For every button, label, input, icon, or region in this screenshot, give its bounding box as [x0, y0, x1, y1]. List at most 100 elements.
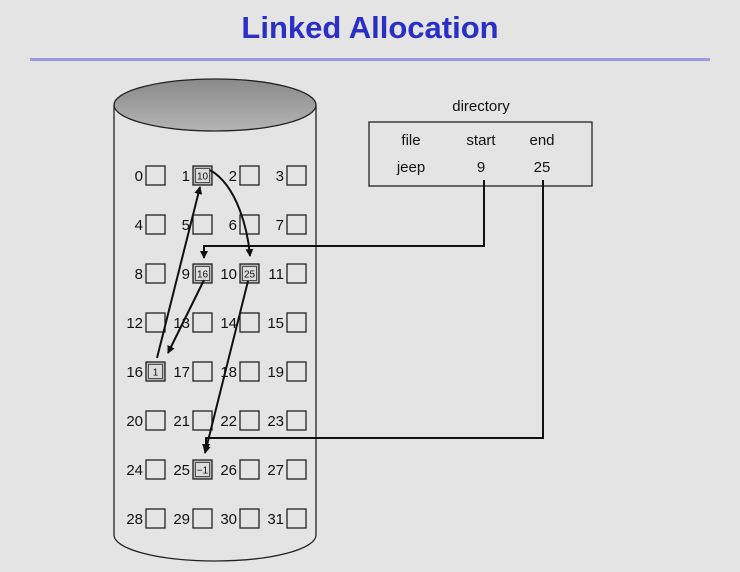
- pointer-1-to-10: [209, 169, 254, 257]
- block-next-pointer: −1: [197, 466, 209, 477]
- disk-block: 3: [276, 165, 307, 186]
- disk-block: 23: [267, 410, 307, 431]
- block-number: 21: [173, 413, 190, 430]
- block-number: 28: [126, 511, 143, 528]
- block-next-pointer: 25: [244, 270, 256, 281]
- block-pointer-cell: [195, 266, 210, 281]
- block-number: 3: [276, 168, 284, 185]
- block-number: 14: [220, 315, 237, 332]
- free-block-box: [239, 312, 260, 333]
- free-block-box: [239, 165, 260, 186]
- free-block-box: [286, 214, 307, 235]
- free-block-box: [286, 165, 307, 186]
- pointer-16-to-1: [156, 186, 203, 359]
- disk-block: 28: [126, 508, 166, 529]
- disk-block: 29: [173, 508, 213, 529]
- block-pointer-cell: [242, 266, 257, 281]
- block-pointer-cell: [195, 462, 210, 477]
- free-block-box: [145, 214, 166, 235]
- block-number: 5: [182, 217, 190, 234]
- disk-block: 16 1: [126, 361, 166, 382]
- block-number: 7: [276, 217, 284, 234]
- disk-top: [113, 78, 317, 132]
- disk-cylinder: [113, 78, 317, 562]
- disk-block: 22: [220, 410, 260, 431]
- disk-block: 24: [126, 459, 166, 480]
- block-number: 0: [135, 168, 143, 185]
- block-number: 1: [182, 168, 190, 185]
- free-block-box: [145, 410, 166, 431]
- disk-block: 30: [220, 508, 260, 529]
- pointer-10-to-25: [202, 280, 249, 454]
- free-block-box: [239, 508, 260, 529]
- start-pointer-arrow: [200, 180, 485, 259]
- disk-block: 20: [126, 410, 166, 431]
- block-number: 6: [229, 217, 237, 234]
- disk-block: 0: [135, 165, 166, 186]
- block-next-pointer: 16: [197, 270, 209, 281]
- directory-file-name: jeep: [396, 159, 425, 176]
- directory-header-file: file: [401, 132, 420, 149]
- block-number: 9: [182, 266, 190, 283]
- block-number: 20: [126, 413, 143, 430]
- disk-block: 26: [220, 459, 260, 480]
- block-number: 25: [173, 462, 190, 479]
- block-number: 2: [229, 168, 237, 185]
- title-underline: [30, 58, 710, 61]
- disk-block: 31: [267, 508, 307, 529]
- block-pointer-cell: [148, 364, 163, 379]
- block-number: 27: [267, 462, 284, 479]
- block-number: 22: [220, 413, 237, 430]
- free-block-box: [192, 508, 213, 529]
- free-block-box: [145, 165, 166, 186]
- block-pointer-cell: [195, 168, 210, 183]
- block-number: 8: [135, 266, 143, 283]
- directory-start-value: 9: [477, 159, 485, 176]
- directory-end-value: 25: [534, 159, 551, 176]
- block-number: 24: [126, 462, 143, 479]
- disk-block: 11: [268, 263, 307, 284]
- disk-block: 7: [276, 214, 307, 235]
- free-block-box: [192, 312, 213, 333]
- end-pointer-arrow: [202, 180, 544, 452]
- block-pointers: [156, 169, 544, 454]
- block-number: 26: [220, 462, 237, 479]
- disk-block: 1 10: [182, 165, 213, 186]
- block-next-pointer: 1: [153, 368, 159, 379]
- disk-block: 2: [229, 165, 260, 186]
- block-number: 17: [173, 364, 190, 381]
- disk-block: 8: [135, 263, 166, 284]
- disk-block: 27: [267, 459, 307, 480]
- directory-label: directory: [452, 98, 510, 115]
- block-number: 12: [126, 315, 143, 332]
- free-block-box: [192, 410, 213, 431]
- free-block-box: [286, 312, 307, 333]
- directory-table: [368, 121, 593, 187]
- disk-block: 5: [182, 214, 213, 235]
- block-number: 11: [268, 266, 284, 283]
- free-block-box: [286, 263, 307, 284]
- free-block-box: [145, 263, 166, 284]
- disk-block: 12: [126, 312, 166, 333]
- block-number: 29: [173, 511, 190, 528]
- block-next-pointer: 10: [197, 172, 209, 183]
- block-number: 16: [126, 364, 143, 381]
- free-block-box: [286, 459, 307, 480]
- disk-block: 18: [220, 361, 260, 382]
- directory: directory file start end jeep 9 25: [368, 98, 593, 187]
- free-block-box: [286, 410, 307, 431]
- disk-block: 4: [135, 214, 166, 235]
- free-block-box: [239, 361, 260, 382]
- block-number: 19: [267, 364, 284, 381]
- block-number: 15: [267, 315, 284, 332]
- disk-block: 14: [220, 312, 260, 333]
- free-block-box: [286, 508, 307, 529]
- directory-header-end: end: [529, 132, 554, 149]
- disk-block: 19: [267, 361, 307, 382]
- disk-block: 25 −1: [173, 459, 213, 480]
- disk-block: 9 16: [182, 263, 213, 284]
